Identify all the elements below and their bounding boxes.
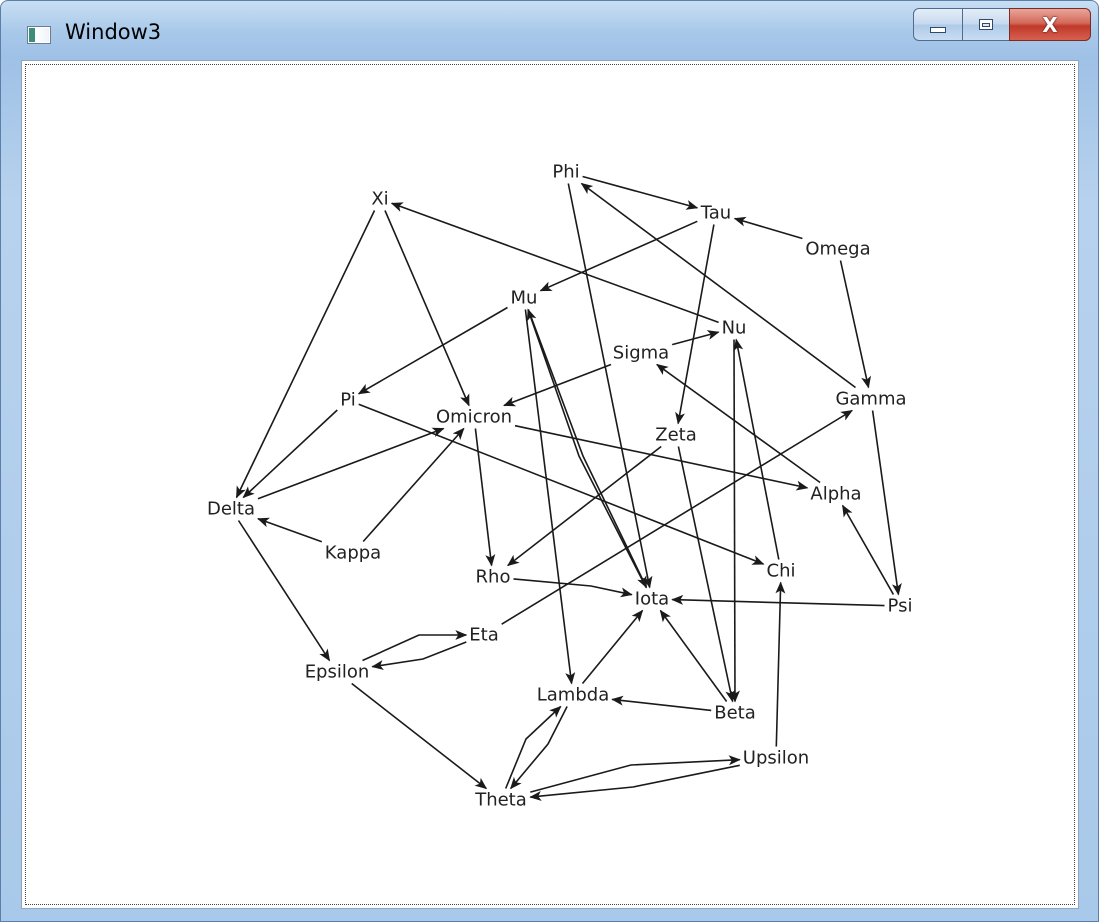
edge-mu-to-lambda bbox=[524, 309, 576, 685]
edge-omega-to-tau bbox=[733, 216, 803, 240]
window-title: Window3 bbox=[65, 20, 162, 44]
edge-omicron-to-rho bbox=[474, 428, 496, 567]
node-upsilon[interactable]: Upsilon bbox=[743, 748, 809, 769]
edge-delta-to-omicron bbox=[257, 427, 445, 500]
node-lambda[interactable]: Lambda bbox=[537, 685, 609, 706]
node-tau[interactable]: Tau bbox=[700, 203, 731, 224]
node-phi[interactable]: Phi bbox=[552, 162, 579, 183]
edge-epsilon-to-theta bbox=[351, 682, 488, 790]
node-eta[interactable]: Eta bbox=[469, 625, 498, 646]
edge-xi-to-delta bbox=[235, 210, 376, 499]
edge-theta-to-lambda bbox=[504, 705, 562, 789]
edge-kappa-to-omicron bbox=[362, 427, 465, 543]
node-rho[interactable]: Rho bbox=[476, 567, 511, 588]
node-alpha[interactable]: Alpha bbox=[810, 484, 861, 505]
node-nu[interactable]: Nu bbox=[722, 318, 747, 339]
edge-tau-to-mu bbox=[539, 220, 698, 292]
edge-beta-to-lambda bbox=[611, 695, 712, 712]
edge-lambda-to-iota bbox=[581, 609, 644, 685]
node-epsilon[interactable]: Epsilon bbox=[305, 662, 370, 683]
edge-eta-to-gamma bbox=[501, 409, 853, 625]
edge-alpha-to-sigma bbox=[656, 363, 821, 484]
node-pi[interactable]: Pi bbox=[340, 390, 355, 411]
edge-sigma-to-omicron bbox=[503, 363, 612, 407]
edge-mu-to-iota bbox=[527, 309, 648, 589]
node-sigma[interactable]: Sigma bbox=[613, 343, 669, 364]
edge-pi-to-chi bbox=[358, 403, 765, 565]
node-omicron[interactable]: Omicron bbox=[436, 407, 512, 428]
node-beta[interactable]: Beta bbox=[714, 703, 756, 724]
edge-zeta-to-rho bbox=[507, 445, 662, 567]
close-button[interactable]: X bbox=[1009, 8, 1091, 41]
edge-rho-to-iota bbox=[513, 578, 633, 598]
edges-layer bbox=[235, 175, 902, 801]
close-icon: X bbox=[1042, 12, 1058, 37]
edge-upsilon-to-theta bbox=[529, 764, 740, 801]
edge-psi-to-iota bbox=[671, 594, 885, 607]
focus-rectangle bbox=[25, 64, 1075, 905]
edge-gamma-to-phi bbox=[580, 182, 856, 389]
node-theta[interactable]: Theta bbox=[474, 790, 527, 811]
node-gamma[interactable]: Gamma bbox=[835, 389, 906, 410]
edge-mu-to-pi bbox=[357, 306, 508, 395]
maximize-icon bbox=[979, 19, 993, 30]
edge-tau-to-zeta bbox=[675, 224, 715, 425]
edge-iota-to-mu bbox=[526, 308, 647, 588]
edge-eta-to-epsilon bbox=[371, 641, 467, 670]
node-psi[interactable]: Psi bbox=[888, 596, 913, 617]
edge-upsilon-to-chi bbox=[775, 581, 786, 747]
edge-kappa-to-delta bbox=[257, 517, 323, 543]
node-iota[interactable]: Iota bbox=[635, 589, 669, 610]
minimize-button[interactable] bbox=[913, 8, 963, 41]
minimize-icon bbox=[930, 26, 946, 33]
maximize-button[interactable] bbox=[962, 8, 1010, 41]
graph-canvas[interactable] bbox=[21, 60, 1079, 909]
node-chi[interactable]: Chi bbox=[767, 561, 796, 582]
node-xi[interactable]: Xi bbox=[371, 189, 388, 210]
edge-omega-to-gamma bbox=[839, 260, 872, 389]
edge-delta-to-epsilon bbox=[237, 520, 331, 662]
edge-epsilon-to-eta bbox=[362, 630, 468, 662]
edge-xi-to-omicron bbox=[384, 210, 470, 407]
node-omega[interactable]: Omega bbox=[805, 239, 870, 260]
edge-gamma-to-psi bbox=[871, 410, 902, 596]
edge-lambda-to-theta bbox=[510, 706, 568, 790]
edge-pi-to-delta bbox=[242, 409, 338, 499]
edge-omicron-to-alpha bbox=[514, 424, 809, 491]
edge-beta-to-iota bbox=[659, 609, 728, 702]
node-kappa[interactable]: Kappa bbox=[325, 543, 381, 564]
title-bar[interactable]: Window3 X bbox=[1, 1, 1098, 59]
node-delta[interactable]: Delta bbox=[207, 499, 255, 520]
edge-theta-to-upsilon bbox=[530, 755, 741, 793]
edge-phi-to-iota bbox=[567, 183, 653, 589]
node-zeta[interactable]: Zeta bbox=[655, 425, 697, 446]
edge-chi-to-nu bbox=[733, 338, 780, 560]
edge-phi-to-tau bbox=[582, 175, 699, 210]
window-app-icon[interactable] bbox=[27, 26, 51, 44]
edge-psi-to-alpha bbox=[841, 504, 895, 595]
edge-nu-to-xi bbox=[390, 202, 719, 324]
node-mu[interactable]: Mu bbox=[511, 288, 538, 309]
edge-sigma-to-nu bbox=[671, 330, 720, 346]
edge-nu-to-beta bbox=[729, 339, 740, 703]
edge-zeta-to-beta bbox=[677, 446, 736, 703]
